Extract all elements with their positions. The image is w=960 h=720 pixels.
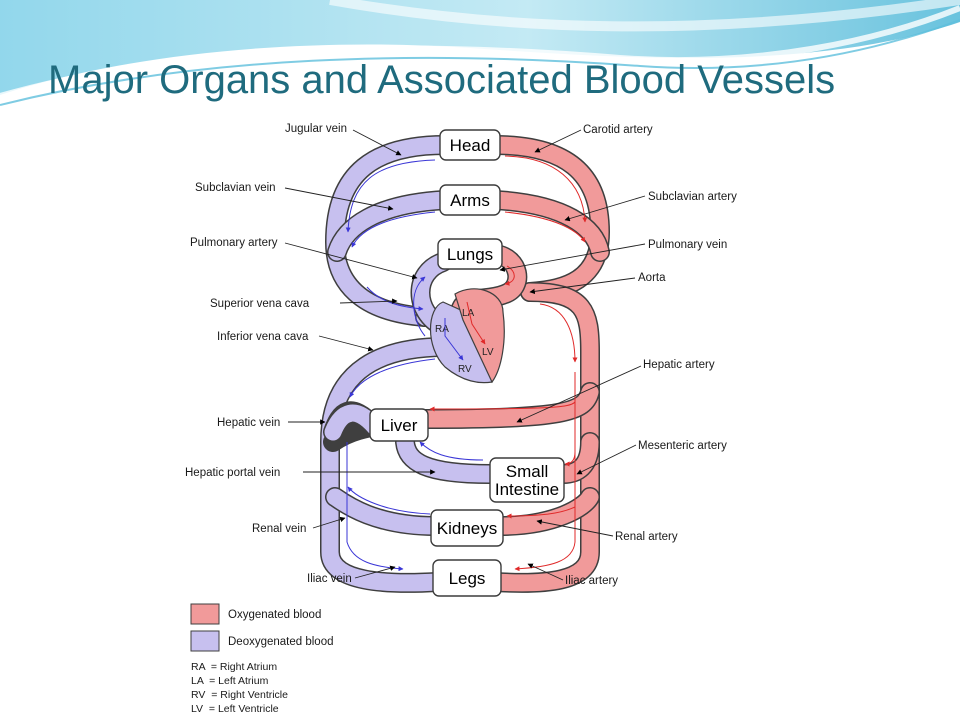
legend-oxygenated-swatch [190,603,220,625]
abbreviation-lv: LV = Left Ventricle [191,703,279,715]
legend: Oxygenated blood Deoxygenated blood RA =… [190,603,334,715]
label-hepatic-vein: Hepatic vein [217,417,280,429]
heart: RA LA RV LV [429,288,505,384]
right-labels: Carotid artery Subclavian artery Pulmona… [499,124,737,587]
abbreviation-la: LA = Left Atrium [191,675,269,687]
label-iliac-artery: Iliac artery [565,575,618,587]
label-renal-vein: Renal vein [252,523,306,535]
organ-head-label: Head [450,136,491,155]
label-jugular-vein: Jugular vein [285,123,347,135]
organ-small-intestine-label-1: Small [506,462,549,481]
organ-liver-label: Liver [381,416,418,435]
organ-kidneys-box [430,509,504,547]
label-renal-artery: Renal artery [615,531,678,543]
heart-flow-left [466,301,486,345]
legend-deoxygenated-label: Deoxygenated blood [228,636,334,648]
organ-lungs-label: Lungs [447,245,493,264]
organ-arms-label: Arms [450,191,490,210]
chamber-lv: LV [482,347,494,358]
label-carotid-artery: Carotid artery [583,124,653,136]
circulation-diagram-svg: RA LA RV LV Head Arms Lungs Liver [185,123,737,715]
circulation-diagram: RA LA RV LV Head Arms Lungs Liver [145,112,825,720]
aorta-vessel [485,282,600,593]
label-inferior-vena-cava: Inferior vena cava [217,331,309,343]
organ-liver-box [369,408,429,442]
label-mesenteric-artery: Mesenteric artery [638,440,727,452]
label-superior-vena-cava: Superior vena cava [210,298,310,310]
abbreviation-ra: RA = Right Atrium [191,661,277,673]
chamber-rv: RV [458,364,472,375]
label-pulmonary-vein: Pulmonary vein [648,239,727,251]
organ-kidneys-label: Kidneys [437,519,497,538]
organ-head-box [439,129,501,161]
abbreviation-rv: RV = Right Ventricle [191,689,288,701]
label-aorta: Aorta [638,272,666,284]
label-subclavian-artery: Subclavian artery [648,191,737,203]
label-hepatic-portal-vein: Hepatic portal vein [185,467,280,479]
organ-legs-box [432,559,502,597]
organ-arms-box [439,184,501,216]
heart-flow-right [444,318,464,361]
chamber-ra: RA [435,324,449,335]
label-subclavian-vein: Subclavian vein [195,182,276,194]
organs: Head Arms Lungs Liver Small Intestine Ki… [369,129,565,597]
organ-small-intestine-label-2: Intestine [495,480,559,499]
label-pulmonary-artery: Pulmonary artery [190,237,278,249]
right-heart [429,301,493,384]
legend-deoxygenated-swatch [190,630,220,652]
organ-lungs-box [437,238,503,270]
slide-title: Major Organs and Associated Blood Vessel… [48,58,836,102]
label-iliac-vein: Iliac vein [307,573,352,585]
organ-small-intestine-box [489,457,565,503]
organ-legs-label: Legs [449,569,486,588]
left-labels: Jugular vein Subclavian vein Pulmonary a… [185,123,436,585]
chamber-la: LA [462,308,475,319]
legend-oxygenated-label: Oxygenated blood [228,609,321,621]
label-hepatic-artery: Hepatic artery [643,359,715,371]
